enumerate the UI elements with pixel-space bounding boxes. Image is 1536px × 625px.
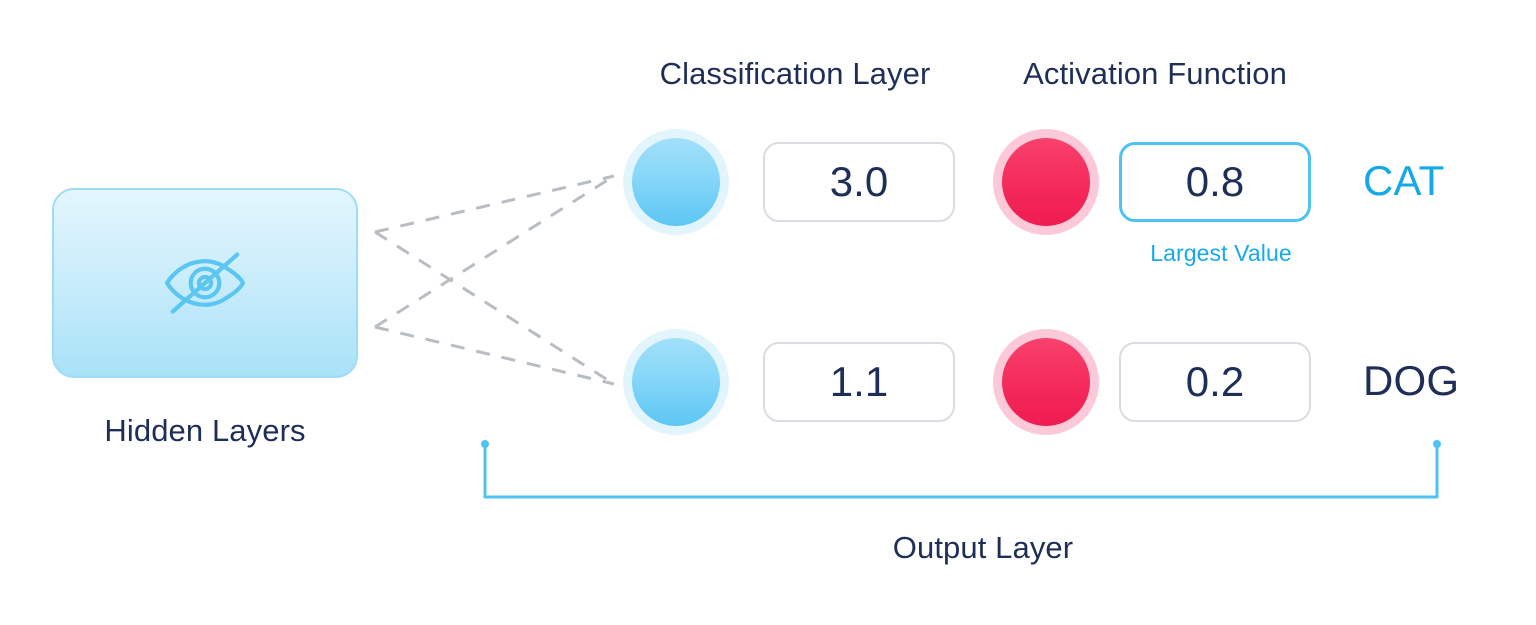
- class-label-cat: CAT: [1363, 157, 1445, 204]
- probability-value-row-2: 0.2: [1119, 342, 1311, 422]
- activation-node-row-2: [993, 329, 1099, 435]
- dashed-connectors: [374, 174, 615, 386]
- bracket-end-dot-right: [1433, 440, 1441, 448]
- largest-value-annotation: Largest Value: [1150, 240, 1292, 266]
- connector-hidden-top-to-node-1: [374, 174, 615, 234]
- score-value-row-1: 3.0: [763, 142, 955, 222]
- eye-off-icon: [164, 252, 246, 314]
- output-layer-caption: Output Layer: [892, 530, 1074, 565]
- probability-value-row-1: 0.8: [1119, 142, 1311, 222]
- hidden-layers-block: [52, 188, 358, 378]
- node-core: [632, 338, 720, 426]
- output-layer-bracket: [481, 440, 1441, 499]
- node-core: [1002, 338, 1090, 426]
- node-core: [632, 138, 720, 226]
- connector-hidden-bottom-to-node-1: [374, 174, 615, 329]
- header-classification-layer: Classification Layer: [659, 56, 931, 91]
- score-value-row-2: 1.1: [763, 342, 955, 422]
- class-label-dog: DOG: [1363, 357, 1460, 404]
- classification-node-row-1: [623, 129, 729, 235]
- node-core: [1002, 138, 1090, 226]
- header-activation-function: Activation Function: [1023, 56, 1287, 91]
- connector-hidden-top-to-node-2: [374, 230, 615, 386]
- bracket-end-dot-left: [481, 440, 489, 448]
- connector-hidden-bottom-to-node-2: [374, 325, 615, 386]
- classification-node-row-2: [623, 329, 729, 435]
- activation-node-row-1: [993, 129, 1099, 235]
- bracket-path: [483, 445, 1439, 499]
- hidden-layers-label: Hidden Layers: [104, 413, 306, 448]
